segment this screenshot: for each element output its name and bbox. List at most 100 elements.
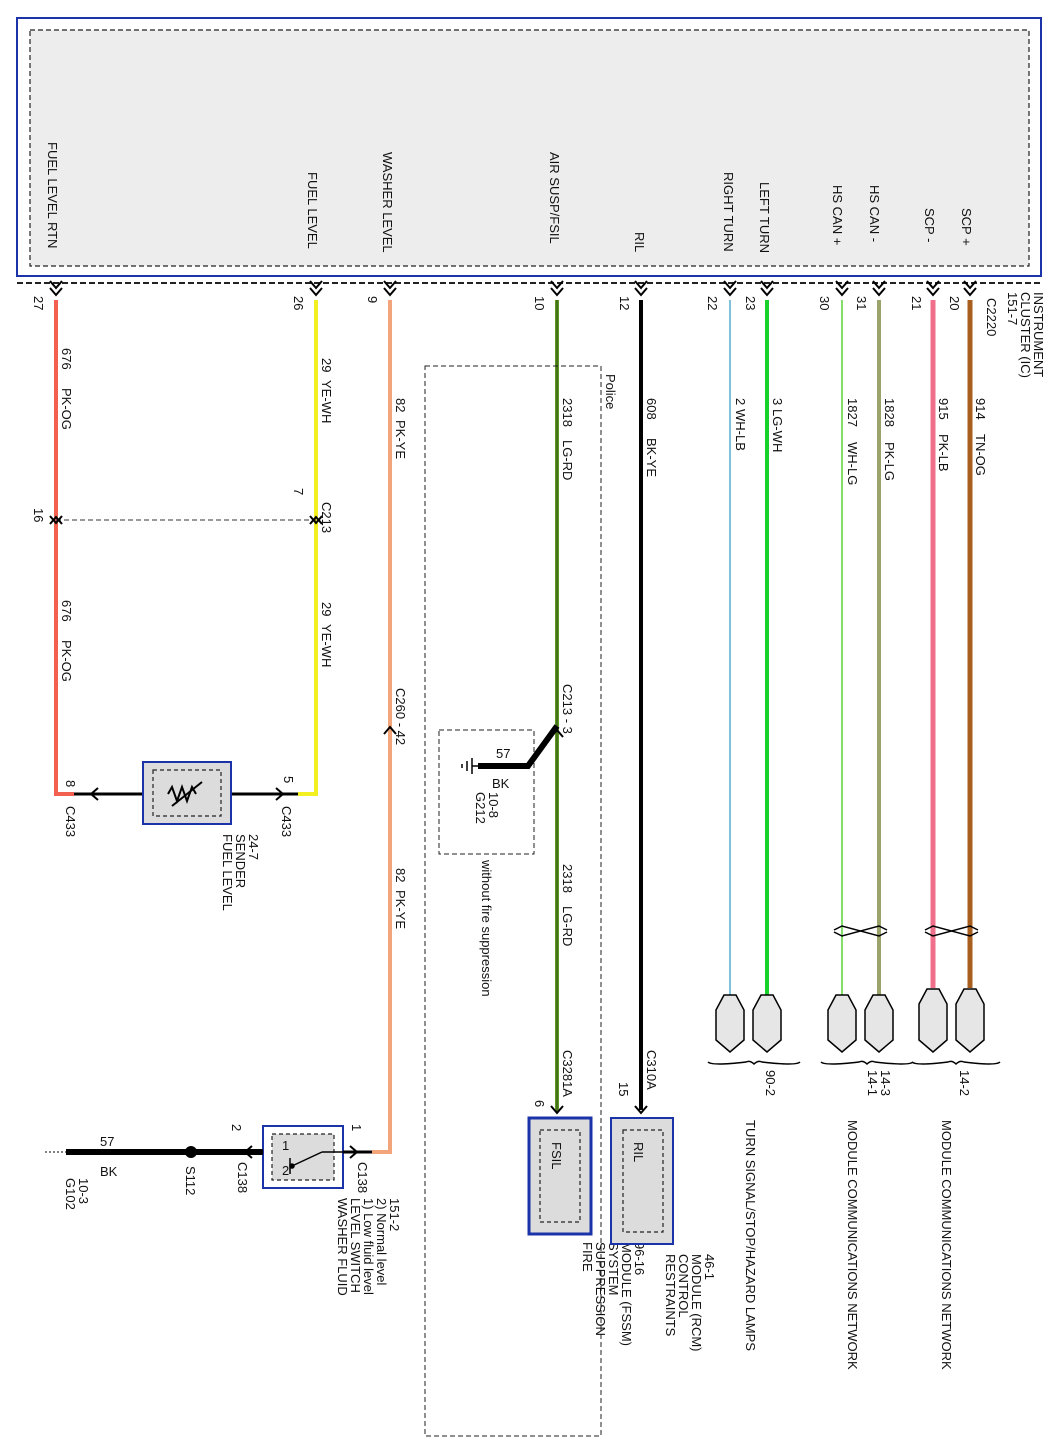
fuel-sender-line3: 24-7 bbox=[246, 834, 261, 860]
c213-chevron bbox=[49, 515, 63, 525]
rcm-inner bbox=[622, 1129, 664, 1233]
c213-3-chevron-shape bbox=[550, 728, 564, 738]
c3281a-chevron-shape bbox=[550, 1105, 564, 1115]
wire-circuit: 82 bbox=[393, 398, 408, 412]
twisted-pair-can bbox=[833, 925, 888, 937]
wire-circuit: 1827 bbox=[845, 398, 860, 427]
wire-circuit: 29 bbox=[319, 602, 334, 616]
twist-line bbox=[924, 925, 979, 937]
fuel-sender-resistor-icon bbox=[167, 781, 203, 807]
c310a-pin: 15 bbox=[616, 1082, 631, 1096]
pin-label-fuel-level-rtn: FUEL LEVEL RTN bbox=[45, 142, 60, 248]
wire-police-ground bbox=[478, 724, 560, 769]
fssm-line2: SUPPRESSION bbox=[593, 1242, 608, 1336]
fssm-title: FIRE SUPPRESSION SYSTEM MODULE (FSSM) 96… bbox=[580, 1242, 647, 1346]
continuation-right-turn bbox=[715, 994, 745, 1053]
pin-label-washer-level: WASHER LEVEL bbox=[380, 152, 395, 253]
cluster-title-line3: 151-7 bbox=[1005, 292, 1020, 325]
turn-page-ref: 90-2 bbox=[763, 1070, 778, 1096]
wire-color: BK-YE bbox=[644, 438, 659, 477]
c260-label: C260 - 42 bbox=[393, 688, 408, 745]
pin-number: 23 bbox=[743, 296, 758, 310]
g102-id: G102 bbox=[63, 1178, 78, 1210]
wire-circuit: 676 bbox=[59, 348, 74, 370]
pin-chevron bbox=[835, 280, 849, 297]
scp-page-ref: 14-2 bbox=[957, 1070, 972, 1096]
switch-pos2: 2 bbox=[282, 1163, 289, 1178]
c213-pin-a: 16 bbox=[31, 508, 46, 522]
continuation-scp-plus bbox=[955, 988, 985, 1053]
washer-switch-line2: LEVEL SWITCH bbox=[348, 1198, 363, 1293]
pin-chevron bbox=[872, 280, 886, 297]
switch-blade bbox=[291, 1151, 323, 1167]
scp-title: MODULE COMMUNICATIONS NETWORK bbox=[939, 1120, 954, 1370]
wire-color: PK-YE bbox=[393, 420, 408, 459]
washer-switch-line5: 151-2 bbox=[387, 1198, 402, 1231]
wire-color: PK-OG bbox=[59, 388, 74, 430]
pin-number: 21 bbox=[909, 296, 924, 310]
pin-label-scp-minus: SCP - bbox=[922, 208, 937, 242]
ground-gap bbox=[45, 1150, 66, 1154]
pin-number: 30 bbox=[817, 296, 832, 310]
pin-chevron bbox=[383, 280, 397, 297]
pin-label-right-turn: RIGHT TURN bbox=[721, 172, 736, 252]
washer-switch-icon bbox=[289, 1151, 343, 1174]
wire-color: WH-LB bbox=[733, 409, 748, 451]
pin-number: 20 bbox=[947, 296, 962, 310]
without-fs-label: without fire suppression bbox=[479, 859, 494, 997]
c138-chevron bbox=[349, 1145, 359, 1159]
c213-3-label: C213 - 3 bbox=[560, 684, 575, 734]
turn-title: TURN SIGNAL/STOP/HAZARD LAMPS bbox=[743, 1120, 758, 1351]
fssm-line1: FIRE bbox=[580, 1242, 595, 1272]
continuation-hs-can-minus bbox=[864, 994, 894, 1053]
g212-color: BK bbox=[492, 776, 510, 791]
pin-chevron bbox=[926, 280, 940, 297]
fuel-sender-line2: SENDER bbox=[233, 834, 248, 888]
c3281a-pin: 6 bbox=[532, 1100, 547, 1107]
g212-circuit: 57 bbox=[496, 746, 510, 761]
rcm-module bbox=[610, 1117, 674, 1245]
c433-chevron bbox=[275, 787, 285, 801]
wire-circuit: 3 bbox=[770, 398, 785, 405]
switch-pos1: 1 bbox=[282, 1138, 289, 1153]
washer-switch-line4: 2) Normal level bbox=[374, 1198, 389, 1286]
wire-color: PK-LG bbox=[882, 442, 897, 481]
wire-circuit: 2318 bbox=[560, 398, 575, 427]
can-page-ref-2: 14-3 bbox=[878, 1070, 893, 1096]
c213-chevron bbox=[49, 515, 63, 525]
wire-circuit: 2 bbox=[733, 398, 748, 405]
wire-washer bbox=[372, 300, 392, 1154]
pin-chevron bbox=[309, 280, 323, 297]
c213-pin-b: 7 bbox=[291, 488, 306, 495]
wire-circuit: 1828 bbox=[882, 398, 897, 427]
fssm-line3: SYSTEM bbox=[606, 1242, 621, 1295]
without-fs-box bbox=[438, 729, 535, 855]
pin-number: 31 bbox=[854, 296, 869, 310]
wire-color: TN-OG bbox=[973, 434, 988, 476]
wire-color: LG-WH bbox=[770, 409, 785, 452]
fssm-line4: MODULE (FSSM) bbox=[619, 1242, 634, 1346]
c433-pin-b: 5 bbox=[281, 776, 296, 783]
wire-circuit: 2318 bbox=[560, 864, 575, 893]
pin-chevron bbox=[634, 280, 648, 297]
wire-color: PK-LB bbox=[936, 434, 951, 472]
pin-number: 22 bbox=[705, 296, 720, 310]
twist-line bbox=[833, 925, 888, 937]
g212-id: G212 bbox=[473, 792, 488, 824]
wire-color: PK-OG bbox=[59, 640, 74, 682]
cluster-title: INSTRUMENT CLUSTER (IC) 151-7 bbox=[1005, 292, 1046, 378]
police-box bbox=[424, 365, 602, 1437]
wire-color: LG-RD bbox=[560, 906, 575, 946]
continuation-left-turn bbox=[752, 994, 782, 1053]
fssm-line5: 96-16 bbox=[632, 1242, 647, 1275]
rcm-line3: MODULE (RCM) bbox=[689, 1254, 704, 1352]
wire-circuit: 608 bbox=[644, 398, 659, 420]
wire-circuit: 676 bbox=[59, 600, 74, 622]
wire-color: YE-WH bbox=[319, 624, 334, 667]
continuation-connectors bbox=[715, 988, 985, 1053]
g212-page: 10-8 bbox=[486, 792, 501, 818]
pin-chevron bbox=[723, 280, 737, 297]
pin-label-left-turn: LEFT TURN bbox=[757, 182, 772, 253]
wire-color: YE-WH bbox=[319, 380, 334, 423]
c213-chevron bbox=[309, 515, 323, 525]
